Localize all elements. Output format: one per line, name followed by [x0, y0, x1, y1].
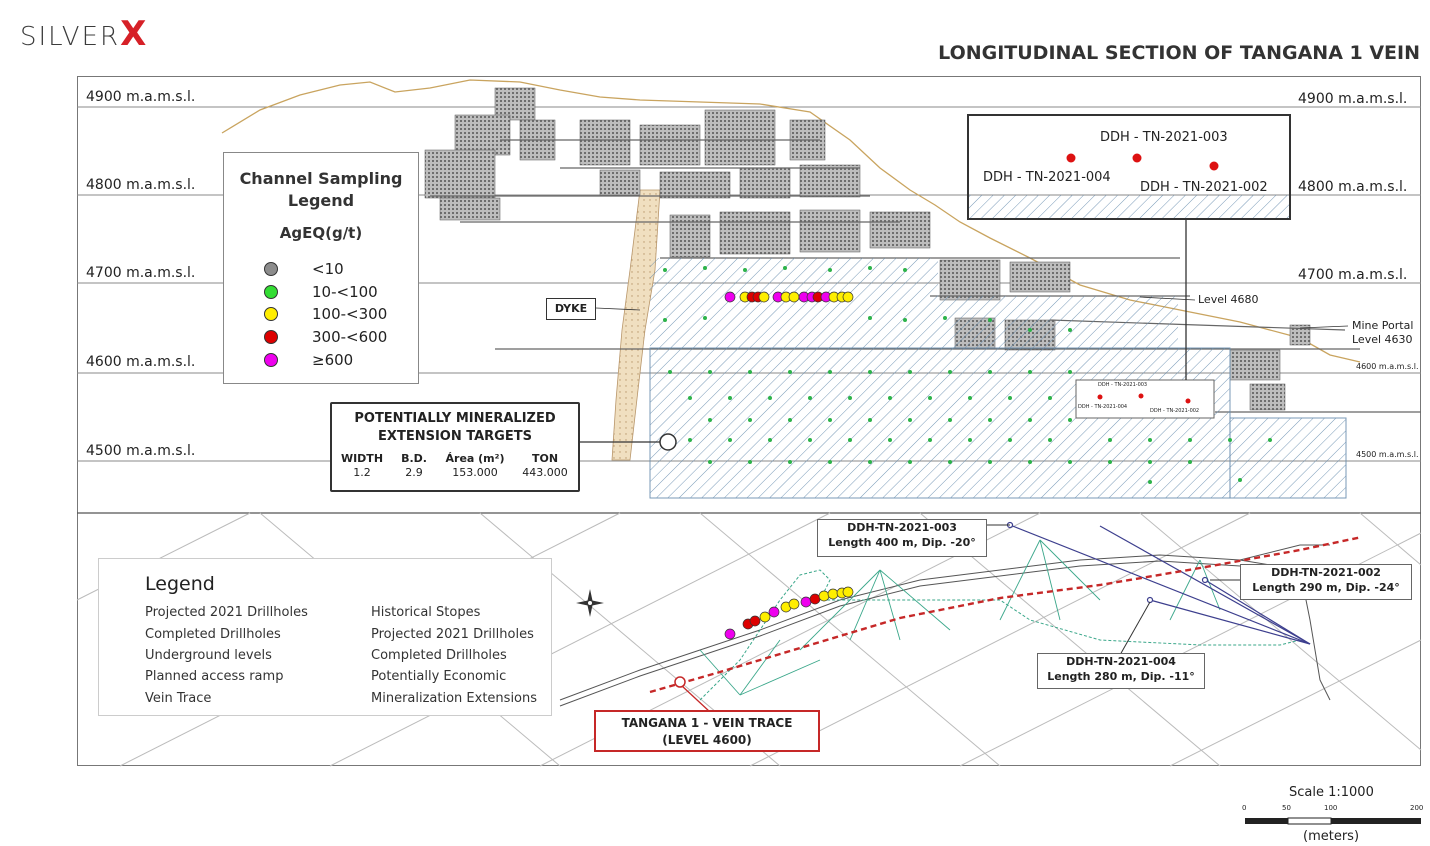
plan-underground-levels — [559, 544, 1331, 707]
silverx-logo: SILVERX — [20, 14, 148, 54]
legend-projected-drillholes-line: Projected 2021 Drillholes — [371, 627, 534, 642]
legend-projected-drillholes: Projected 2021 Drillholes — [145, 605, 308, 620]
plan-legend: Legend Projected 2021 Drillholes Complet… — [98, 558, 552, 716]
legend-underground-levels: Underground levels — [145, 648, 272, 663]
elev-right-4600: 4600 m.a.m.s.l. — [1356, 362, 1419, 371]
chan-legend-item: ≥600 — [264, 351, 353, 369]
targets-col-bd: B.D.2.9 — [401, 452, 427, 479]
chan-legend-item: 100-<300 — [264, 305, 387, 323]
elev-left-4600: 4600 m.a.m.s.l. — [86, 354, 196, 370]
ddh-inset-box — [967, 114, 1291, 220]
legend-historical-stopes: Historical Stopes — [371, 605, 481, 620]
chan-legend-label: <10 — [312, 260, 344, 278]
chan-legend-title-2: Legend — [287, 191, 355, 210]
grey-dot-icon — [264, 262, 278, 276]
chan-legend-item: 300-<600 — [264, 328, 387, 346]
level-4630-label: Level 4630 — [1352, 333, 1413, 346]
ddh-inset-points — [1066, 153, 1219, 171]
targets-col-area: Área (m²)153.000 — [445, 452, 505, 479]
mini-ddh-002-label: DDH - TN-2021-002 — [1150, 408, 1200, 414]
section-frame — [77, 76, 1421, 766]
channel-samples — [724, 291, 854, 303]
north-arrow-icon — [576, 589, 604, 617]
scale-tick-0: 0 — [1242, 804, 1247, 812]
plan-legend-title: Legend — [145, 573, 215, 595]
ddh-004-label: DDH - TN-2021-004 — [983, 170, 1111, 185]
extension-zones — [649, 195, 1347, 499]
mini-ddh-004-label: DDH - TN-2021-004 — [1078, 404, 1128, 410]
page-title: LONGITUDINAL SECTION OF TANGANA 1 VEIN — [938, 42, 1420, 64]
chan-legend-item: 10-<100 — [264, 283, 378, 301]
red-dot-icon — [264, 330, 278, 344]
scale-label: Scale 1:1000 — [1289, 785, 1374, 800]
scale-tick-50: 50 — [1282, 804, 1291, 812]
chan-legend-unit: AgEQ(g/t) — [279, 224, 363, 242]
green-dot-icon — [264, 285, 278, 299]
targets-title-2: EXTENSION TARGETS — [378, 429, 532, 444]
elev-right-4900: 4900 m.a.m.s.l. — [1298, 91, 1408, 107]
elev-right-4800: 4800 m.a.m.s.l. — [1298, 179, 1408, 195]
chan-legend-label: 300-<600 — [312, 328, 388, 346]
ddh-003-label: DDH - TN-2021-003 — [1100, 130, 1228, 145]
chan-legend-label: 10-<100 — [312, 283, 378, 301]
plan-vein-trace — [649, 535, 1363, 694]
legend-completed-drillholes-line: Completed Drillholes — [371, 648, 507, 663]
legend-mineralization-extensions: Mineralization Extensions — [371, 691, 538, 706]
chan-legend-title-1: Channel Sampling — [239, 169, 403, 188]
extension-targets-box: POTENTIALLY MINERALIZED EXTENSION TARGETS… — [330, 402, 580, 492]
plan-projected-drillholes — [699, 539, 1221, 696]
elev-right-4500: 4500 m.a.m.s.l. — [1356, 450, 1419, 459]
tangana-vein-trace-callout: TANGANA 1 - VEIN TRACE(LEVEL 4600) — [594, 710, 820, 752]
magenta-dot-icon — [264, 353, 278, 367]
plan-completed-drillholes — [1009, 524, 1311, 645]
elev-left-4700: 4700 m.a.m.s.l. — [86, 265, 196, 281]
legend-planned-access-ramp: Planned access ramp — [145, 669, 284, 684]
yellow-dot-icon — [264, 307, 278, 321]
plan-channel-samples — [724, 586, 854, 640]
scale-bar — [1245, 817, 1421, 825]
elev-left-4500: 4500 m.a.m.s.l. — [86, 443, 196, 459]
logo-text: SILVER — [20, 22, 121, 52]
elev-left-4800: 4800 m.a.m.s.l. — [86, 177, 196, 193]
scale-tick-200: 200 — [1410, 804, 1424, 812]
logo-x: X — [120, 14, 149, 54]
elev-left-4900: 4900 m.a.m.s.l. — [86, 89, 196, 105]
scale-tick-100: 100 — [1324, 804, 1338, 812]
chan-legend-label: 100-<300 — [312, 305, 388, 323]
chan-legend-item: <10 — [264, 260, 344, 278]
projected-drillhole-points — [663, 266, 1272, 484]
targets-marker — [659, 433, 677, 451]
ddh-002-label: DDH - TN-2021-002 — [1140, 180, 1268, 195]
elev-right-4700: 4700 m.a.m.s.l. — [1298, 267, 1408, 283]
mine-portal-label: Mine Portal — [1352, 319, 1414, 332]
mini-ddh-003-label: DDH - TN-2021-003 — [1098, 382, 1148, 388]
scale-unit: (meters) — [1303, 829, 1360, 844]
mini-ddh-points — [1097, 393, 1191, 404]
level-4680-label: Level 4680 — [1198, 293, 1259, 306]
legend-vein-trace: Vein Trace — [145, 691, 212, 706]
legend-potentially-economic: Potentially Economic — [371, 669, 507, 684]
dyke-body — [611, 189, 661, 461]
chan-legend-label: ≥600 — [312, 351, 354, 369]
dyke-label: DYKE — [546, 298, 596, 320]
legend-completed-drillholes: Completed Drillholes — [145, 627, 281, 642]
targets-title-1: POTENTIALLY MINERALIZED — [354, 411, 556, 426]
